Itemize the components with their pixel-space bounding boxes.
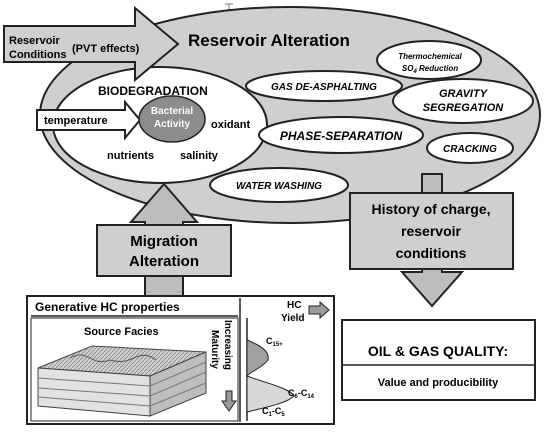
bacterial-activity-line1: Bacterial <box>151 106 193 117</box>
hc-yield-line1: HC <box>287 300 301 311</box>
tsr-ellipse <box>376 40 482 80</box>
cracking-ellipse <box>426 132 514 164</box>
c6c14-sub1: 6 <box>295 394 299 400</box>
quality-title: OIL & GAS QUALITY: <box>368 343 508 359</box>
c1c5-mid: -C <box>272 406 282 416</box>
maturity-down-arrow <box>221 390 237 412</box>
phase-separation-label: PHASE-SEPARATION <box>280 129 403 143</box>
c6c14-sub2: 14 <box>307 394 314 400</box>
generative-title: Generative HC properties <box>35 300 180 314</box>
reservoir-conditions-line2: Conditions <box>9 49 66 61</box>
source-facies-label: Source Facies <box>84 326 159 338</box>
c15-c: C <box>266 336 273 346</box>
cracking-label: CRACKING <box>443 144 497 155</box>
bacterial-activity-line2: Activity <box>154 119 191 130</box>
nutrients-label: nutrients <box>107 150 154 162</box>
source-facies-block <box>37 345 207 417</box>
oxidant-label: oxidant <box>211 119 250 131</box>
quality-subtitle: Value and producibility <box>378 377 499 389</box>
reservoir-conditions-paren: (PVT effects) <box>72 43 140 55</box>
tsr-line1: Thermochemical <box>398 52 462 61</box>
bacterial-activity-circle <box>138 95 206 143</box>
tsr-so: SO <box>402 64 414 73</box>
water-washing-label: WATER WASHING <box>236 181 322 192</box>
migration-line2: Alteration <box>129 253 199 270</box>
gas-deasphalting-ellipse <box>245 70 403 102</box>
tsr-line2: SO4 Reduction <box>402 64 458 75</box>
temperature-arrow <box>36 99 142 141</box>
gravity-line2: SEGREGATION <box>423 102 505 114</box>
quality-box <box>341 319 536 401</box>
migration-alteration-box <box>96 224 232 277</box>
gravity-segregation-ellipse <box>392 78 534 124</box>
history-line1: History of charge, <box>371 201 490 217</box>
c1c5-sub2: 5 <box>281 412 285 418</box>
c6c14-c: C <box>288 388 295 398</box>
reservoir-alteration-title: Reservoir Alteration <box>188 31 350 50</box>
history-line3: conditions <box>396 245 467 261</box>
hc-yield-right-arrow <box>308 300 330 320</box>
history-box <box>349 192 514 270</box>
c1c5-c: C <box>262 406 269 416</box>
c6c14-mid: -C <box>298 388 308 398</box>
c15-sub: 15+ <box>273 342 284 348</box>
history-line2: reservoir <box>401 223 461 239</box>
tsr-sub: 4 <box>412 69 417 75</box>
gravity-line1: GRAVITY <box>439 88 489 100</box>
maturity-line2: Maturity <box>209 330 220 369</box>
c6c14-label: C6-C14 <box>288 388 315 400</box>
hc-yield-curve <box>246 318 295 421</box>
migration-line1: Migration <box>130 233 198 250</box>
tsr-reduction: Reduction <box>417 64 458 73</box>
c1c5-sub1: 1 <box>269 412 273 418</box>
c15-label: C15+ <box>266 336 283 348</box>
c1c5-label: C1-C5 <box>262 406 285 418</box>
hc-yield-line2: Yield <box>281 313 305 324</box>
water-washing-ellipse <box>209 167 349 203</box>
maturity-line1: Increasing <box>222 320 233 370</box>
gas-deasphalting-label: GAS DE-ASPHALTING <box>271 82 377 93</box>
phase-separation-ellipse <box>258 116 424 154</box>
temperature-label: temperature <box>44 115 108 127</box>
salinity-label: salinity <box>180 150 219 162</box>
reservoir-conditions-arrow <box>3 5 180 83</box>
reservoir-conditions-line1: Reservoir <box>9 35 60 47</box>
biodegradation-title: BIODEGRADATION <box>98 84 208 98</box>
